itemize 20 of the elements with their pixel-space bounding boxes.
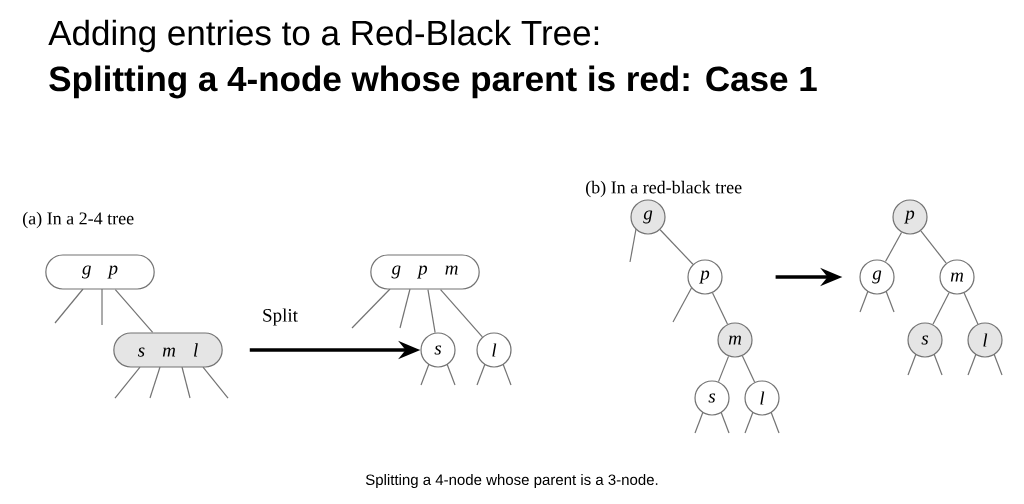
node-box: g p bbox=[45, 254, 155, 290]
panel-label: (a) In a 2-4 tree bbox=[23, 211, 134, 229]
tree-edge bbox=[717, 355, 730, 383]
tree-edge bbox=[963, 292, 979, 325]
tree-edge bbox=[114, 289, 154, 333]
node-box: s m l bbox=[113, 332, 223, 368]
tree-edge bbox=[659, 229, 694, 265]
tree-edge bbox=[741, 355, 756, 383]
caption: Splitting a 4-node whose parent is a 3-node. bbox=[365, 474, 658, 488]
tree-edge bbox=[712, 292, 729, 325]
tree-edge bbox=[932, 292, 950, 325]
title: Adding entries to a Red-Black Tree: bbox=[48, 19, 599, 53]
panel-label: (b) In a red-black tree bbox=[586, 180, 742, 198]
tree-edge bbox=[439, 289, 483, 338]
subtitle: Splitting a 4-node whose parent is red: Case 1 bbox=[49, 65, 817, 99]
tree-edge bbox=[920, 230, 947, 264]
edge-label: Split bbox=[261, 307, 299, 327]
node-box: g p m bbox=[370, 254, 480, 290]
tree-edge bbox=[427, 289, 436, 334]
tree-edge bbox=[884, 231, 903, 263]
